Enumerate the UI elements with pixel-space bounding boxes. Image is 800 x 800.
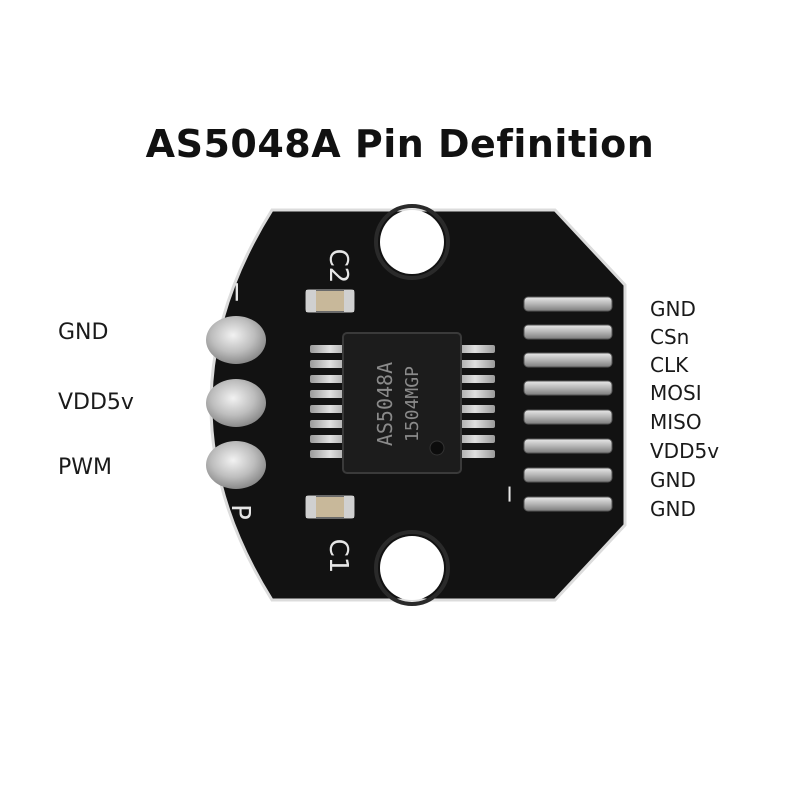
right-pin-label-gnd-3: GND — [650, 497, 696, 521]
left-pad-vdd5v — [206, 379, 266, 427]
chip-leads-left — [310, 345, 350, 458]
right-pin-label-gnd-1: GND — [650, 297, 696, 321]
left-pad-gnd — [206, 316, 266, 364]
mounting-hole-top-ring — [374, 204, 450, 280]
right-pin-label-miso: MISO — [650, 410, 702, 434]
left-pin-label-gnd: GND — [58, 320, 109, 345]
chip-pin1-dot — [429, 440, 445, 456]
page-title: AS5048A Pin Definition — [145, 122, 655, 166]
silk-minus-left: − — [221, 280, 254, 303]
left-pin-label-vdd5v: VDD5v — [58, 390, 134, 415]
silk-c2: C2 — [323, 249, 353, 284]
right-pin-label-gnd-2: GND — [650, 468, 696, 492]
chip-marking-line2: 1504MGP — [402, 366, 423, 442]
silk-c1: C1 — [323, 539, 353, 574]
right-pin-label-csn: CSn — [650, 325, 690, 349]
chip-leads-right — [455, 345, 495, 458]
right-pin-label-mosi: MOSI — [650, 381, 702, 405]
right-pin-label-vdd5v: VDD5v — [650, 439, 720, 463]
left-pad-pwm — [206, 441, 266, 489]
right-header-pins — [523, 296, 613, 512]
mounting-hole-top — [380, 210, 444, 274]
left-pin-label-pwm: PWM — [58, 455, 113, 480]
chip-marking-line1: AS5048A — [373, 362, 397, 446]
as5048a-chip — [342, 332, 462, 474]
silk-p: P — [225, 504, 255, 520]
silk-minus-right: − — [496, 484, 524, 504]
mounting-hole-bottom-ring — [374, 530, 450, 606]
right-pin-label-clk: CLK — [650, 353, 689, 377]
mounting-hole-bottom — [380, 536, 444, 600]
